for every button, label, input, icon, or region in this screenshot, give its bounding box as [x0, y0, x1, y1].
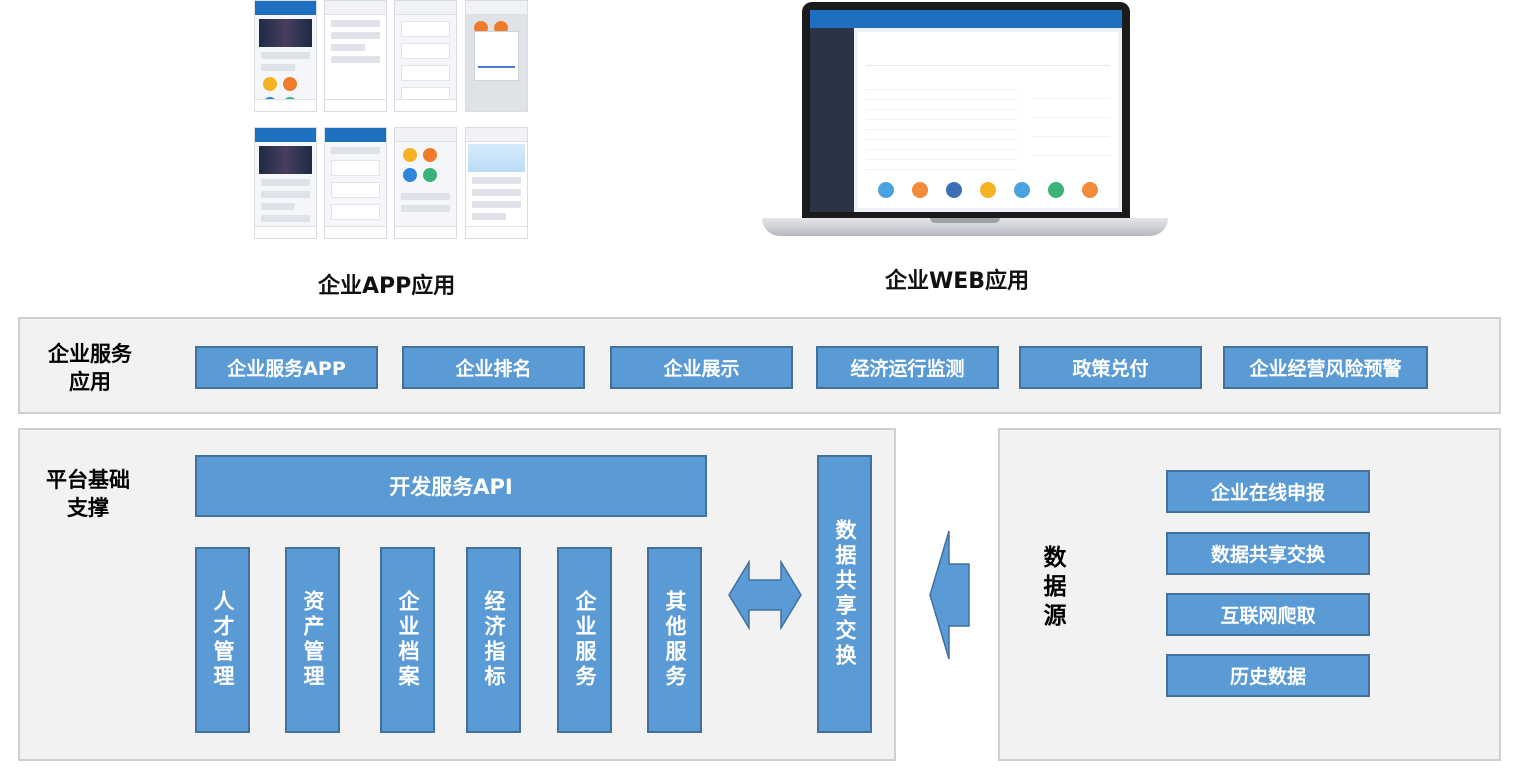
app-screen-chat — [394, 0, 457, 112]
module-box: 企业服务 — [557, 547, 612, 733]
api-box: 开发服务API — [195, 455, 707, 517]
bidirectional-arrow-icon — [728, 560, 802, 630]
data-source-item: 历史数据 — [1166, 654, 1370, 697]
module-box: 人才管理 — [195, 547, 250, 733]
left-arrow-icon — [929, 530, 970, 660]
service-item: 企业服务APP — [195, 346, 378, 389]
module-box: 企业档案 — [380, 547, 435, 733]
app-caption: 企业APP应用 — [318, 274, 456, 299]
app-screen-feedback — [324, 0, 387, 112]
app-screen-profile — [465, 127, 528, 239]
service-layer-title: 企业服务 应用 — [48, 342, 132, 394]
service-item: 企业展示 — [610, 346, 793, 389]
service-item: 企业排名 — [402, 346, 585, 389]
data-source-item: 互联网爬取 — [1166, 593, 1370, 636]
data-source-title: 数据源 — [1039, 545, 1065, 632]
app-screen-voice — [465, 0, 528, 112]
service-item: 政策兑付 — [1019, 346, 1202, 389]
module-box: 资产管理 — [285, 547, 340, 733]
app-screen-discover — [394, 127, 457, 239]
exchange-box: 数据共享交换 — [817, 455, 872, 733]
service-item: 经济运行监测 — [816, 346, 999, 389]
app-screen-home — [254, 0, 317, 112]
module-box: 经济指标 — [466, 547, 521, 733]
service-item: 企业经营风险预警 — [1223, 346, 1428, 389]
web-caption: 企业WEB应用 — [885, 269, 1030, 294]
app-screen-circle — [324, 127, 387, 239]
data-source-item: 企业在线申报 — [1166, 470, 1370, 513]
data-source-item: 数据共享交换 — [1166, 532, 1370, 575]
module-box: 其他服务 — [647, 547, 702, 733]
platform-layer-title: 平台基础 支撑 — [46, 468, 130, 520]
app-screen-news — [254, 127, 317, 239]
